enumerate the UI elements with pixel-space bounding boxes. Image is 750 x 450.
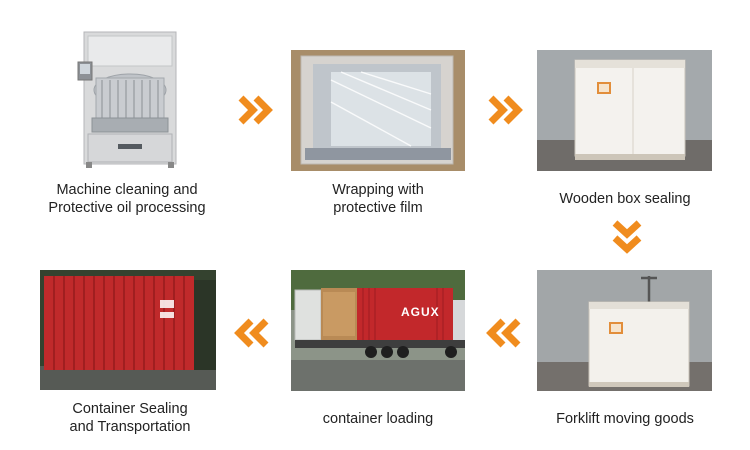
arrow-3-down	[612, 219, 642, 257]
step-3-caption: Wooden box sealing	[510, 190, 740, 208]
double-chevron-right-icon	[238, 95, 273, 125]
truck-lettering: AGUX	[401, 305, 440, 319]
step-1-caption-line-1: Machine cleaning and	[56, 182, 198, 198]
step-2-caption-line-2: protective film	[333, 200, 423, 216]
arrow-5-left	[231, 318, 271, 348]
double-chevron-left-icon	[234, 318, 269, 348]
double-chevron-left-icon	[486, 318, 521, 348]
arrow-2-right	[486, 95, 526, 125]
double-chevron-down-icon	[612, 220, 642, 254]
double-chevron-right-icon	[488, 95, 523, 125]
step-1-caption: Machine cleaning and Protective oil proc…	[12, 181, 242, 217]
step-2-caption-line-1: Wrapping with	[332, 182, 424, 198]
step-2-photo-wrapping	[291, 50, 465, 171]
step-3-photo-wooden-box	[537, 50, 712, 171]
step-5-photo-container-loading: AGUX	[291, 270, 465, 391]
step-6-caption-line-2: and Transportation	[69, 419, 191, 435]
step-6-caption-line-1: Container Sealing	[72, 401, 188, 417]
step-5-caption: container loading	[263, 410, 493, 428]
step-3-caption-line-1: Wooden box sealing	[559, 191, 691, 207]
arrow-1-right	[236, 95, 276, 125]
arrow-4-left	[483, 318, 523, 348]
step-6-photo-container-sealing	[40, 270, 216, 390]
step-4-photo-forklift	[537, 270, 712, 391]
step-1-photo-machine	[72, 30, 187, 170]
step-4-caption: Forklift moving goods	[510, 410, 740, 428]
step-1-caption-line-2: Protective oil processing	[48, 200, 206, 216]
step-2-caption: Wrapping with protective film	[263, 181, 493, 217]
step-4-caption-line-1: Forklift moving goods	[556, 411, 694, 427]
step-6-caption: Container Sealing and Transportation	[15, 400, 245, 436]
step-5-caption-line-1: container loading	[322, 411, 434, 427]
